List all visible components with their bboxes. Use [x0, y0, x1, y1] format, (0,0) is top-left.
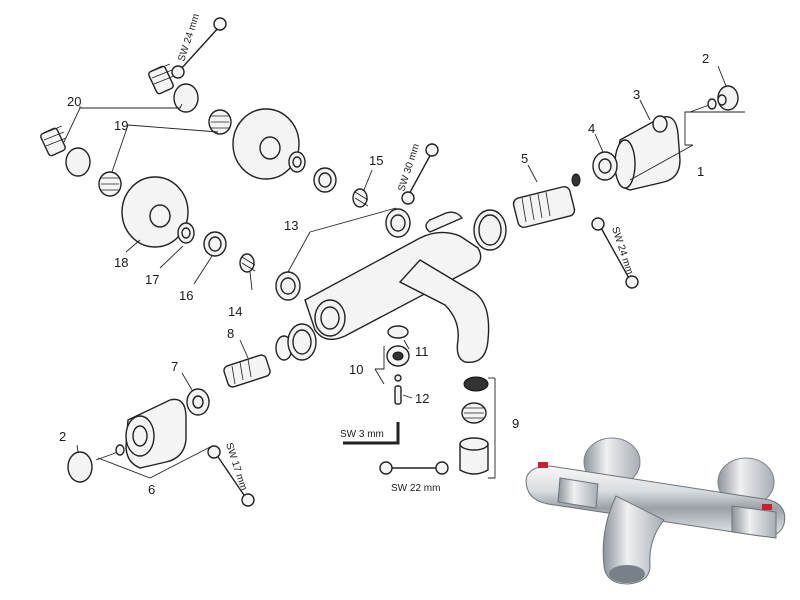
- part-13-nut-left: [275, 271, 301, 301]
- part-18-cover-left: [121, 176, 189, 248]
- label-sw30: SW 30 mm: [396, 142, 422, 192]
- part-17-filter-left: [177, 222, 195, 244]
- part-5-cartridge: [512, 173, 581, 228]
- part-19-check-valve-left: [98, 171, 122, 197]
- label-part-7: 7: [171, 359, 178, 374]
- part-20-connector-left: [40, 125, 91, 177]
- product-photo: [525, 437, 786, 585]
- part-rings-left: [275, 323, 317, 361]
- label-part-9: 9: [512, 416, 519, 431]
- wrench-sw17-icon: [207, 445, 255, 507]
- part-14-valve-left: [239, 253, 256, 273]
- label-part-19: 19: [114, 118, 128, 133]
- label-part-15: 15: [369, 153, 383, 168]
- label-part-14: 14: [228, 304, 242, 319]
- wrench-sw30-icon: [401, 143, 439, 205]
- label-part-18: 18: [114, 255, 128, 270]
- part-11-flow-insert: [386, 345, 410, 367]
- wrench-sw24-right-icon: [591, 217, 639, 289]
- part-20-connector-top: [148, 63, 199, 113]
- part-2-cap-right: [717, 85, 739, 111]
- part-18-cover-top: [232, 108, 300, 180]
- part-15-valve-top: [352, 188, 369, 208]
- label-part-10: 10: [349, 362, 363, 377]
- label-part-20: 20: [67, 94, 81, 109]
- leader-lines: [63, 65, 745, 479]
- label-part-8: 8: [227, 326, 234, 341]
- part-labels: 2 3 4 5 1 20 19 15 13 18 17 16 14 8 7 2 …: [59, 51, 709, 497]
- part-12-screw: [394, 374, 402, 405]
- label-sw17: SW 17 mm: [223, 442, 249, 492]
- part-16-fitting-left: [203, 231, 227, 257]
- part-screw-right: [689, 98, 717, 113]
- part-screw-left: [95, 444, 125, 461]
- label-part-1: 1: [697, 164, 704, 179]
- label-part-13: 13: [284, 218, 298, 233]
- part-19-check-valve-top: [208, 109, 232, 135]
- part-8-cartridge-left: [223, 354, 271, 388]
- wrench-sw24-top-icon: [171, 17, 227, 79]
- mixer-body: [304, 211, 490, 364]
- label-part-12: 12: [415, 391, 429, 406]
- label-sw22: SW 22 mm: [391, 483, 440, 494]
- label-part-17: 17: [145, 272, 159, 287]
- part-ring-right: [473, 209, 507, 251]
- part-4-nut-right: [592, 151, 618, 181]
- label-part-2-right: 2: [702, 51, 709, 66]
- label-part-3: 3: [633, 87, 640, 102]
- part-3-handle-right: [614, 115, 681, 191]
- part-9-aerator-insert: [461, 402, 487, 424]
- label-sw24-top: SW 24 mm: [176, 12, 202, 62]
- part-9-aerator-screen: [463, 376, 489, 392]
- part-7-nut-left: [186, 388, 210, 416]
- allen-key-sw3-icon: [343, 422, 400, 445]
- label-part-6: 6: [148, 482, 155, 497]
- label-part-5: 5: [521, 151, 528, 166]
- part-17-filter-top: [288, 151, 306, 173]
- part-6-handle-left: [125, 398, 187, 469]
- part-9-aerator-housing: [459, 437, 489, 475]
- part-11-oring: [387, 325, 409, 339]
- label-part-16: 16: [179, 288, 193, 303]
- label-part-11: 11: [415, 344, 429, 359]
- label-part-2-left: 2: [59, 429, 66, 444]
- part-2-cap-left: [67, 451, 93, 483]
- label-part-4: 4: [588, 121, 595, 136]
- wrench-sw22-icon: [379, 461, 449, 475]
- part-13-nut-top: [385, 208, 411, 238]
- part-16-fitting-top: [313, 167, 337, 193]
- label-sw3: SW 3 mm: [340, 429, 384, 440]
